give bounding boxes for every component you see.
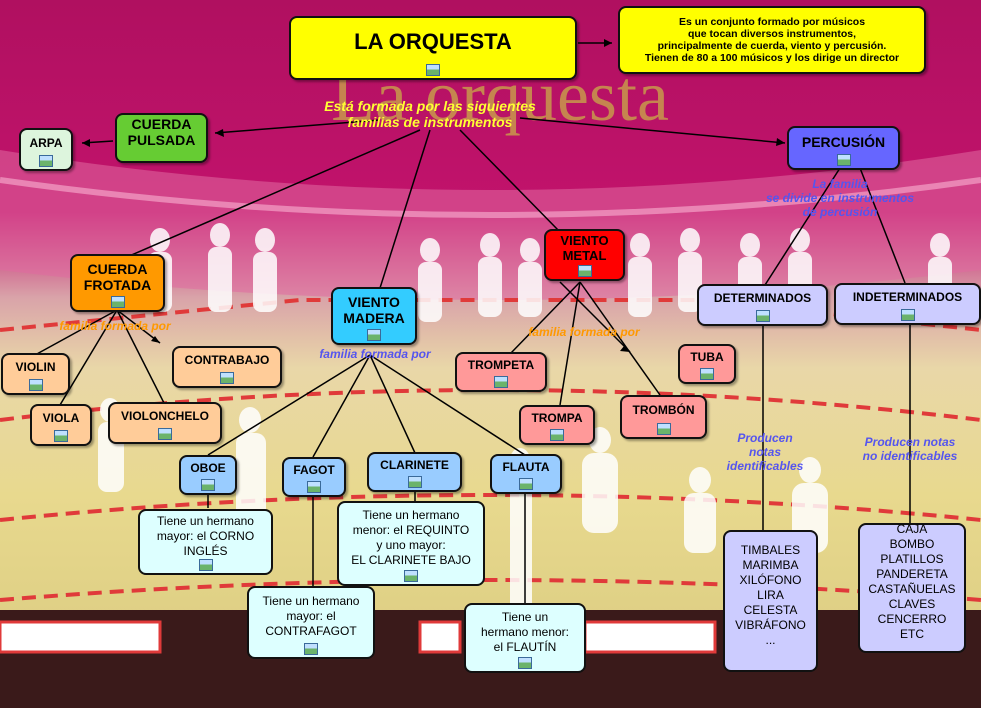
note-text: Tiene un hermano menor: el REQUINTO y un… (351, 507, 471, 567)
node-label: INDETERMINADOS (852, 290, 963, 305)
image-icon[interactable] (755, 310, 770, 322)
node-label: DETERMINADOS (713, 291, 812, 306)
node-label: FLAUTA (502, 460, 550, 475)
link-indeterminados: Producen notas no identificables (862, 435, 958, 463)
definition-text: Es un conjunto formado por músicos que t… (644, 15, 900, 65)
image-icon[interactable] (494, 376, 508, 388)
image-icon[interactable] (110, 296, 125, 308)
note-text: Tiene un hermano mayor: el CONTRAFAGOT (262, 594, 360, 638)
node-label: PERCUSIÓN (801, 133, 886, 150)
node-label: TROMBÓN (632, 403, 695, 418)
node-tuba[interactable]: TUBA (678, 344, 736, 384)
node-fagot[interactable]: FAGOT (282, 457, 346, 497)
definition-box: Es un conjunto formado por músicos que t… (618, 6, 926, 74)
image-icon[interactable] (836, 154, 851, 166)
note-oboe: Tiene un hermano mayor: el CORNO INGLÉS (138, 509, 273, 575)
node-label: VIENTO MADERA (343, 293, 405, 326)
node-label: VIENTO METAL (560, 233, 609, 263)
image-icon[interactable] (39, 155, 53, 167)
image-icon[interactable] (307, 481, 321, 493)
note-flauta: Tiene un hermano menor: el FLAUTÍN (464, 603, 586, 673)
note-fagot: Tiene un hermano mayor: el CONTRAFAGOT (247, 586, 375, 659)
note-clarinete: Tiene un hermano menor: el REQUINTO y un… (337, 501, 485, 586)
node-clarinete[interactable]: CLARINETE (367, 452, 462, 492)
node-la-orquesta[interactable]: LA ORQUESTA (289, 16, 577, 80)
image-icon[interactable] (198, 559, 213, 571)
image-icon[interactable] (304, 643, 318, 655)
node-label: TROMPA (531, 411, 583, 426)
image-icon[interactable] (201, 479, 215, 491)
node-label: CONTRABAJO (184, 353, 270, 368)
image-icon[interactable] (404, 570, 418, 582)
node-cuerda-pulsada[interactable]: CUERDA PULSADA (115, 113, 208, 163)
node-label: OBOE (190, 461, 226, 476)
node-label: TROMPETA (467, 358, 535, 373)
link-viento-metal: familia formada por (528, 325, 640, 339)
image-icon[interactable] (426, 64, 440, 76)
image-icon[interactable] (656, 423, 671, 435)
link-viento-madera: familia formada por (319, 347, 431, 361)
node-percusion[interactable]: PERCUSIÓN (787, 126, 900, 170)
node-label: ARPA (29, 135, 63, 150)
node-trompeta[interactable]: TROMPETA (455, 352, 547, 392)
node-contrabajo[interactable]: CONTRABAJO (172, 346, 282, 388)
node-label: FAGOT (293, 463, 335, 478)
image-icon[interactable] (158, 428, 172, 440)
image-icon[interactable] (519, 478, 533, 490)
note-determinados: TIMBALES MARIMBA XILÓFONO LIRA CELESTA V… (723, 530, 818, 672)
node-label: CLARINETE (380, 458, 449, 473)
node-violonchelo[interactable]: VIOLONCHELO (108, 402, 222, 444)
node-arpa[interactable]: ARPA (19, 128, 73, 171)
node-viento-madera[interactable]: VIENTO MADERA (331, 287, 417, 345)
image-icon[interactable] (550, 429, 564, 441)
node-label: CUERDA FROTADA (83, 260, 152, 293)
node-label: CUERDA PULSADA (127, 115, 196, 148)
node-trombon[interactable]: TROMBÓN (620, 395, 707, 439)
title-label: LA ORQUESTA (354, 29, 512, 55)
link-cuerda-frotada: familia formada por (59, 319, 171, 333)
node-label: VIOLONCHELO (120, 409, 209, 424)
node-label: TUBA (690, 350, 724, 365)
image-icon[interactable] (367, 329, 381, 341)
image-icon[interactable] (28, 379, 43, 391)
node-viola[interactable]: VIOLA (30, 404, 92, 446)
image-icon[interactable] (900, 309, 915, 321)
note-indeterminados: CAJA BOMBO PLATILLOS PANDERETA CASTAÑUEL… (858, 522, 966, 653)
node-violin[interactable]: VIOLIN (1, 353, 70, 395)
link-percusion: La familia se divide en instrumentos de … (765, 177, 915, 219)
node-trompa[interactable]: TROMPA (519, 405, 595, 445)
link-families: Está formada por las siguientes familias… (324, 98, 536, 131)
node-viento-metal[interactable]: VIENTO METAL (544, 229, 625, 281)
image-icon[interactable] (577, 265, 592, 277)
image-icon[interactable] (407, 476, 422, 488)
image-icon[interactable] (700, 368, 714, 380)
image-icon[interactable] (54, 430, 68, 442)
node-determinados[interactable]: DETERMINADOS (697, 284, 828, 326)
note-text: TIMBALES MARIMBA XILÓFONO LIRA CELESTA V… (735, 542, 806, 647)
node-cuerda-frotada[interactable]: CUERDA FROTADA (70, 254, 165, 312)
note-text: Tiene un hermano mayor: el CORNO INGLÉS (156, 513, 255, 558)
note-text: Tiene un hermano menor: el FLAUTÍN (480, 609, 570, 654)
node-oboe[interactable]: OBOE (179, 455, 237, 495)
image-icon[interactable] (518, 657, 532, 669)
link-determinados: Producen notas identificables (726, 431, 804, 473)
node-indeterminados[interactable]: INDETERMINADOS (834, 283, 981, 325)
image-icon[interactable] (220, 372, 234, 384)
note-text: CAJA BOMBO PLATILLOS PANDERETA CASTAÑUEL… (868, 522, 956, 641)
node-label: VIOLA (42, 411, 80, 426)
node-flauta[interactable]: FLAUTA (490, 454, 562, 494)
node-label: VIOLIN (15, 360, 56, 375)
